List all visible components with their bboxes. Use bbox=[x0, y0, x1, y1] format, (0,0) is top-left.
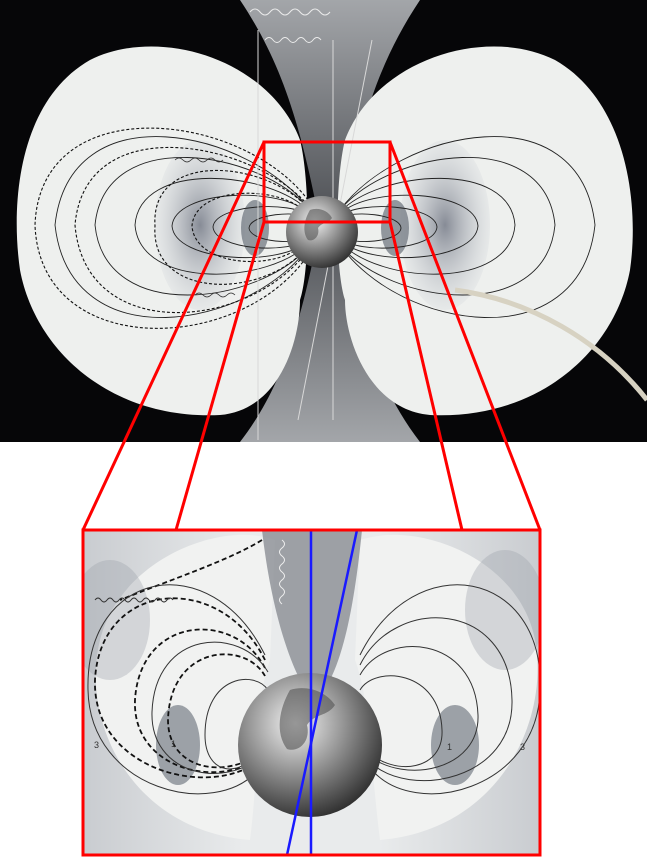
label-right-inner: 1 bbox=[447, 742, 452, 752]
earth-globe bbox=[286, 196, 358, 268]
inset-left-belt bbox=[156, 705, 200, 785]
inset-right-belt bbox=[431, 705, 479, 785]
label-right-outer: 3 bbox=[520, 742, 525, 752]
label-left-inner: 1 bbox=[171, 739, 176, 749]
label-left-outer: 3 bbox=[94, 740, 99, 750]
left-outer-belt bbox=[155, 140, 245, 310]
inset-panel: 3 1 1 3 bbox=[70, 530, 545, 855]
inset-right-outer bbox=[465, 550, 545, 670]
top-panel bbox=[0, 0, 647, 442]
